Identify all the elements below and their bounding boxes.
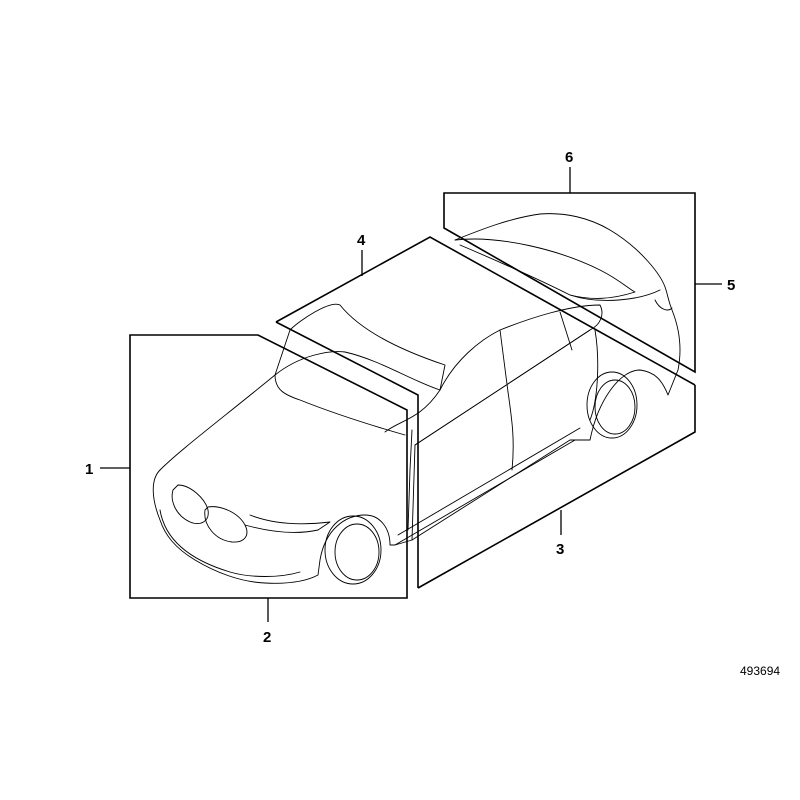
car-hood	[159, 351, 441, 471]
rear-wheel	[586, 371, 638, 439]
rear-tire	[594, 379, 636, 435]
car-front-bumper	[159, 509, 301, 577]
callout-2: 2	[263, 629, 271, 646]
car-sill	[394, 427, 581, 546]
car-b-pillar	[499, 311, 573, 393]
car-doors	[411, 329, 599, 541]
section-box-front	[129, 334, 408, 599]
car-front-grille	[171, 484, 248, 543]
callout-5: 5	[727, 277, 735, 294]
car-rear-window	[454, 238, 636, 299]
front-wheel	[324, 515, 382, 585]
callout-3: 3	[556, 541, 564, 558]
callout-1: 1	[85, 461, 93, 478]
section-box-side	[417, 385, 696, 589]
car-hood-crease	[274, 374, 406, 436]
callout-4: 4	[357, 232, 366, 249]
car-body-outline	[152, 213, 681, 584]
car-trunk	[569, 289, 673, 311]
car-mirror	[407, 429, 413, 531]
front-tire	[334, 523, 380, 581]
car-illustration	[152, 213, 681, 585]
section-box-rear	[443, 192, 696, 374]
section-box-roof	[275, 236, 696, 588]
car-side-windows	[414, 304, 603, 446]
reference-number: 493694	[740, 664, 780, 678]
callout-6: 6	[565, 149, 573, 166]
car-windshield	[274, 303, 446, 433]
car-headlight	[244, 514, 331, 533]
